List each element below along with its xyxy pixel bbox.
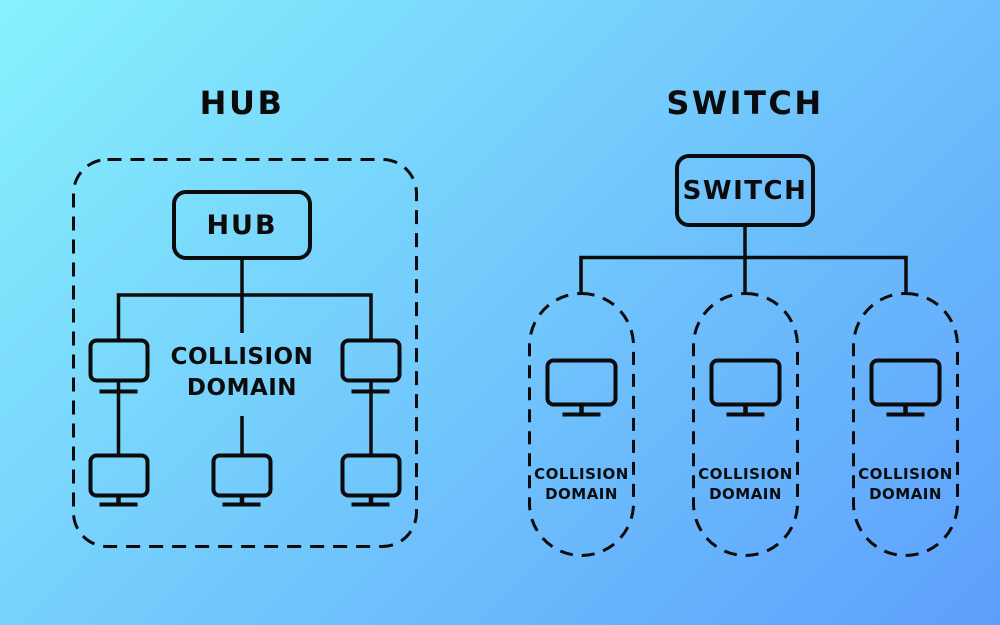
switch-title: SWITCH [666, 84, 824, 122]
monitor-icon [709, 358, 782, 417]
monitor-screen [709, 358, 782, 407]
monitor-icon [869, 358, 942, 417]
monitor-screen [340, 453, 402, 498]
collision-domain-label-line1: COLLISION [698, 465, 793, 483]
switch-node: SWITCH [675, 154, 815, 227]
monitor-icon [88, 338, 150, 394]
switch-collision-domain-label: COLLISION DOMAIN [845, 464, 966, 504]
collision-domain-label-line2: DOMAIN [709, 485, 782, 503]
monitor-icon [211, 453, 273, 507]
switch-collision-domain-label: COLLISION DOMAIN [685, 464, 806, 504]
monitor-icon [340, 338, 402, 394]
collision-domain-label-line2: DOMAIN [545, 485, 618, 503]
hub-title: HUB [199, 84, 285, 122]
monitor-screen [545, 358, 618, 407]
switch-bus-line [579, 255, 908, 292]
hub-collision-domain-boundary [72, 158, 418, 548]
switch-collision-domain-boundary [852, 292, 959, 557]
monitor-icon [545, 358, 618, 417]
collision-domain-label-line1: COLLISION [534, 465, 629, 483]
collision-domain-label-line1: COLLISION [170, 344, 314, 370]
switch-collision-domain-boundary [692, 292, 799, 557]
collision-domain-label-line2: DOMAIN [869, 485, 942, 503]
monitor-screen [88, 453, 150, 498]
monitor-screen [211, 453, 273, 498]
hub-bus-line [116, 293, 373, 340]
monitor-screen [869, 358, 942, 407]
hub-collision-domain-label: COLLISION DOMAIN [142, 342, 342, 404]
collision-domain-label-line2: DOMAIN [186, 375, 298, 401]
switch-node-label: SWITCH [682, 175, 808, 206]
switch-collision-domain-label: COLLISION DOMAIN [521, 464, 642, 504]
monitor-icon [340, 453, 402, 507]
hub-node-label: HUB [206, 209, 278, 241]
monitor-screen [88, 338, 150, 383]
switch-collision-domain-boundary [528, 292, 635, 557]
collision-domain-label-line1: COLLISION [858, 465, 953, 483]
monitor-icon [88, 453, 150, 507]
hub-node: HUB [172, 190, 312, 260]
monitor-screen [340, 338, 402, 383]
